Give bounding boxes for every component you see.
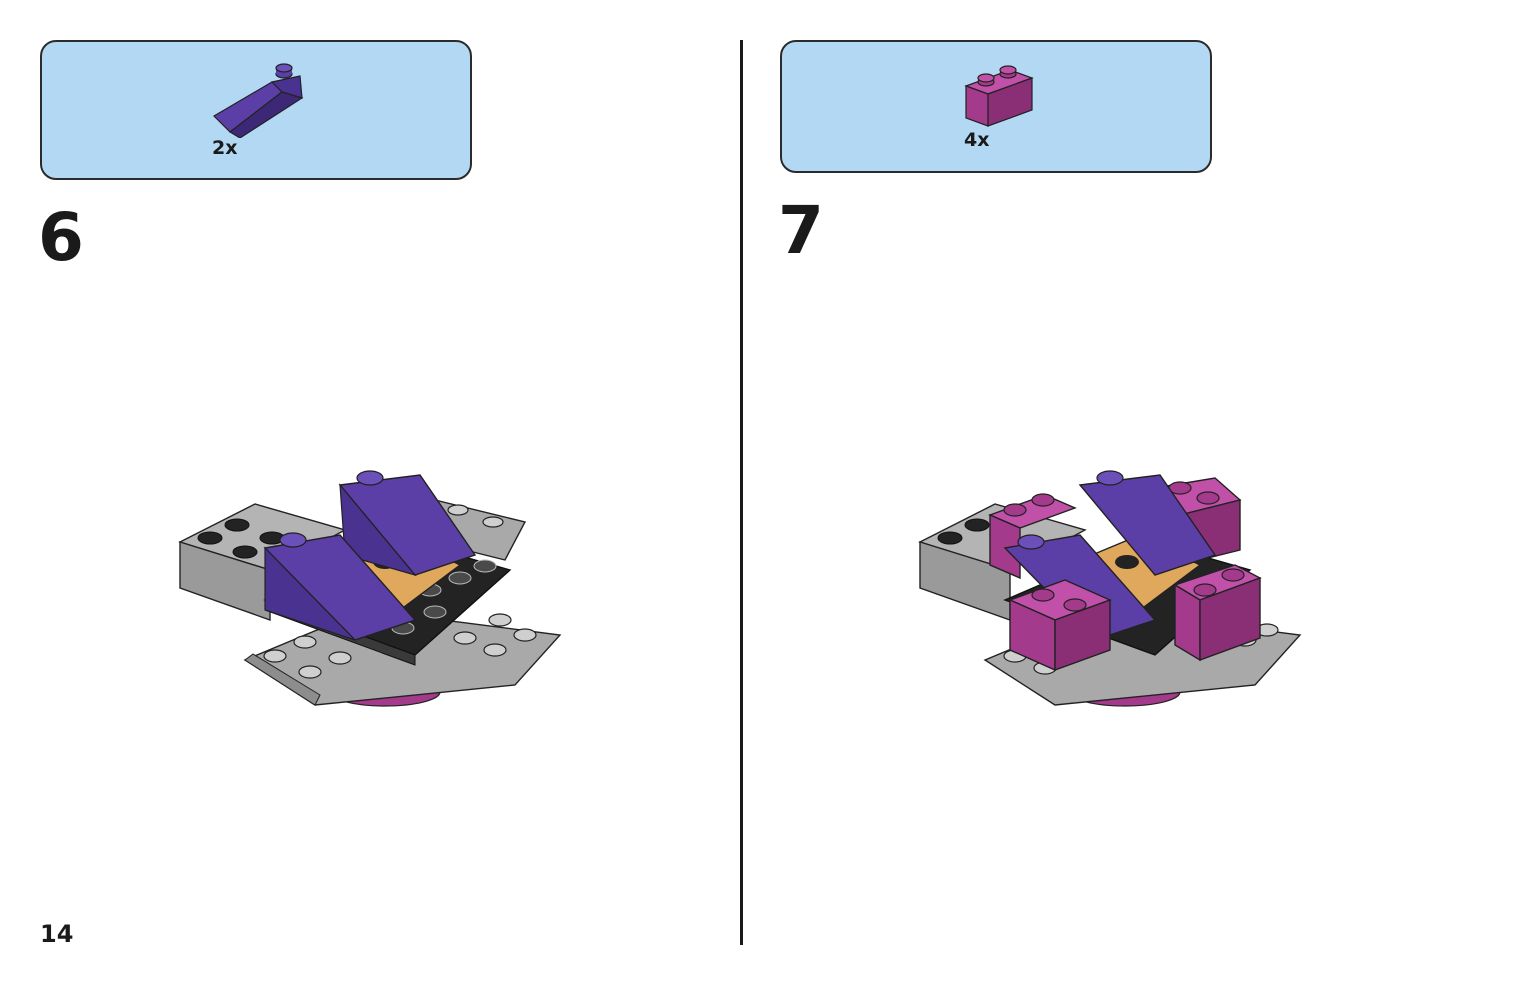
page-divider [740,40,743,945]
magenta-brick-1x2-icon [964,65,1034,127]
purple-slope-brick-icon [213,63,304,138]
parts-callout-step-7: 4x [780,40,1212,173]
part-quantity: 2x [212,137,238,159]
step-number: 6 [38,199,84,276]
parts-callout-step-6: 2x [40,40,472,180]
model-assembly-step-7 [918,470,1302,707]
model-assembly-step-6 [178,470,562,707]
page-number: 14 [40,920,74,948]
step-number: 7 [778,192,824,269]
part-quantity: 4x [964,129,990,151]
